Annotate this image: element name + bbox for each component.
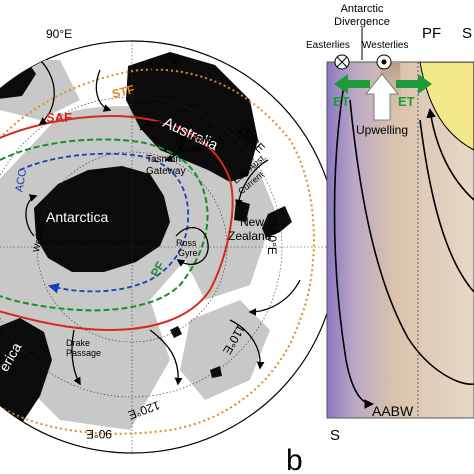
ross-gyre-label-2: Gyre (178, 248, 198, 258)
new-zealand-landmass (262, 206, 292, 238)
drake-passage-label-2: Passage (66, 348, 101, 358)
stf-label: STF (111, 82, 136, 101)
saf-label: SAF (46, 110, 72, 125)
lon-label-90e: 90°E (46, 27, 72, 41)
saf-front-line (0, 115, 234, 332)
ross-gyre-arrow (175, 226, 209, 267)
lon-label-90e-bottom: 90°E (86, 427, 112, 441)
easterlies-symbol (334, 54, 350, 70)
aabw-sinking-loop (333, 83, 374, 409)
stf-front-line (0, 68, 315, 435)
panel-label-b: b (286, 444, 303, 474)
return-flow-arrow (426, 108, 474, 201)
upwelling-arrow (365, 73, 399, 121)
leeuwin-current-arrow (139, 121, 183, 163)
et-left-arrow (334, 74, 370, 94)
pf-top-label: PF (422, 25, 441, 42)
tasman-gateway-label-2: Gateway (146, 166, 185, 177)
ross-gyre-label-1: Ross (176, 238, 197, 248)
acc-label: ACC (13, 168, 29, 193)
divergence-title-2: Divergence (334, 16, 390, 28)
east-aust-current-arrow (234, 159, 269, 208)
divergence-title-1: Antarctic (341, 3, 384, 15)
new-zealand-label-2: Zealand (228, 229, 271, 243)
upwelling-label: Upwelling (356, 123, 408, 137)
leeuwin-label-1: Leeuwin (176, 134, 210, 144)
antarctica-label: Antarctica (46, 209, 108, 225)
australia-landmass (126, 52, 258, 182)
westerlies-label: Westerlies (362, 40, 409, 51)
drake-current-arrow (71, 329, 81, 386)
current-arrow (229, 319, 265, 370)
pf-label: PF (148, 259, 168, 279)
south-america-landmass (0, 318, 52, 430)
antarctica-landmass (34, 166, 170, 272)
easterlies-label: Easterlies (306, 40, 350, 51)
polar-map: 90°E 120°E 150°E 180°E 110°E 120°E 90°E … (0, 27, 339, 454)
shallow-ocean-region (0, 106, 275, 430)
acc-current-line (19, 152, 190, 294)
drake-passage-label-1: Drake (66, 338, 90, 348)
et-left-label: ET (333, 94, 350, 109)
westerlies-symbol (376, 54, 392, 70)
island (170, 326, 182, 338)
current-arrow (38, 59, 55, 125)
et-right-label: ET (398, 94, 415, 109)
weddell-gyre-arrow (25, 194, 38, 237)
s-top-label: S (462, 25, 472, 42)
tasman-gateway-label-1: Tasman (146, 154, 181, 165)
intermediate-overturning-loop (419, 119, 474, 293)
current-arrow (149, 329, 183, 386)
section-panel: Antarctic Divergence Easterlies Westerli… (286, 3, 474, 474)
deep-overturning-loop (349, 99, 474, 385)
s-bottom-label: S (330, 427, 340, 444)
et-right-arrow (396, 74, 432, 94)
lon-label-180e: 180°E (265, 222, 279, 255)
aabw-label: AABW (372, 403, 414, 419)
latitude-circle (0, 96, 283, 398)
leeuwin-label-2: Current (180, 144, 211, 154)
new-zealand-label-1: New (240, 215, 264, 229)
current-arrow (95, 69, 112, 112)
current-arrow (248, 279, 301, 316)
island (210, 366, 222, 378)
shallow-ocean-region-se (180, 300, 270, 400)
